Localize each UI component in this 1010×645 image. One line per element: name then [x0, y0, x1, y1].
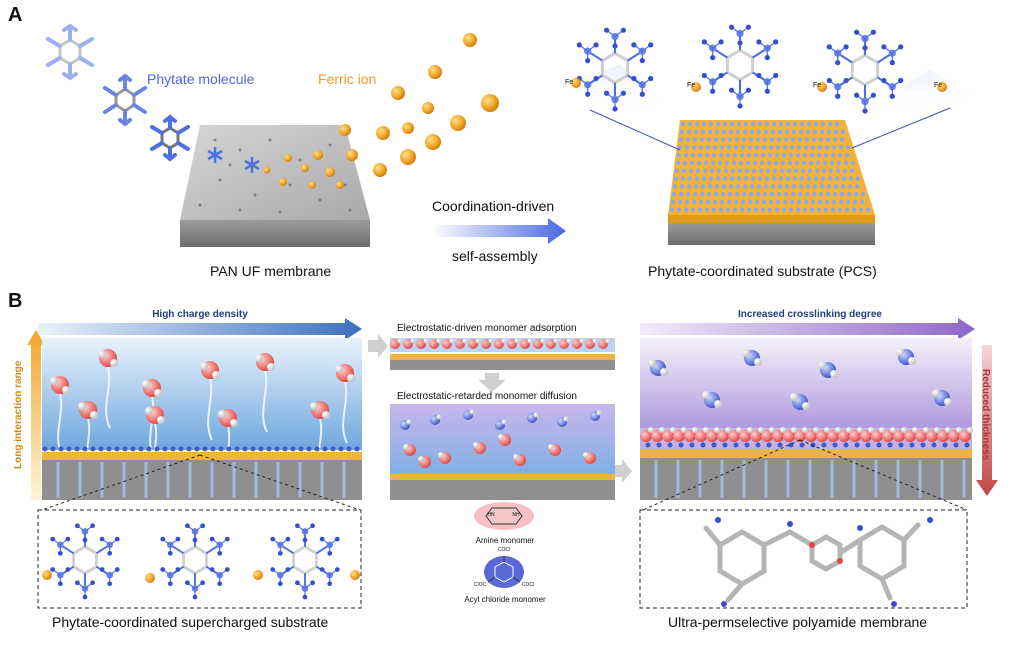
- acyl-chloride-label: Acyl chloride monomer: [464, 595, 546, 604]
- fe-label-3: Fe: [813, 82, 822, 89]
- middle-step2-graphic: [390, 404, 615, 500]
- coordination-arrow: [432, 218, 566, 244]
- fe-label-4: Fe: [934, 82, 943, 89]
- amine-monomer-structure: [474, 502, 534, 530]
- ferric-ion-label: Ferric ion: [318, 71, 377, 87]
- acyl-chloride-monomer-structure: [484, 556, 524, 588]
- fe-label-2: Fe: [687, 82, 696, 89]
- arrow-label-bottom: self-assembly: [452, 248, 538, 264]
- pan-uf-membrane-label: PAN UF membrane: [210, 263, 332, 279]
- amine-nh-left: HN: [487, 512, 495, 518]
- amine-nh-right: NH: [512, 512, 520, 518]
- left-caption: Phytate-coordinated supercharged substra…: [52, 614, 329, 630]
- long-interaction-range-label: Long interaction range: [13, 360, 24, 470]
- clocl-left-label: ClOC: [473, 582, 487, 588]
- right-caption: Ultra-permselective polyamide membrane: [668, 614, 928, 630]
- right-panel-graphic: [639, 318, 998, 609]
- cocl-right-label: COCl: [521, 582, 535, 588]
- left-panel-graphic: [27, 318, 362, 609]
- phytate-molecule-icons: [46, 23, 190, 162]
- phytate-fe-network-top: [571, 24, 947, 114]
- cocl-top-label: COCl: [497, 547, 511, 553]
- increased-crosslinking-label: Increased crosslinking degree: [738, 309, 882, 320]
- pcs-slab: [668, 120, 875, 245]
- panel-a-letter: A: [8, 4, 23, 26]
- fe-label-1: Fe: [565, 79, 574, 86]
- middle-step1-graphic: [390, 338, 615, 370]
- reduced-thickness-label: Reduced thickness: [980, 369, 991, 461]
- phytate-molecule-label: Phytate molecule: [147, 71, 255, 87]
- high-charge-density-label: High charge density: [152, 309, 248, 320]
- pcs-label: Phytate-coordinated substrate (PCS): [648, 263, 877, 279]
- pan-uf-membrane-slab: [180, 125, 370, 247]
- step1-label: Electrostatic-driven monomer adsorption: [397, 323, 577, 334]
- arrow-label-top: Coordination-driven: [432, 198, 555, 214]
- panel-b-letter: B: [8, 290, 23, 312]
- step2-label: Electrostatic-retarded monomer diffusion: [397, 391, 577, 402]
- ferric-ion-balls: [339, 33, 499, 177]
- amine-monomer-label: Amine monomer: [475, 536, 535, 545]
